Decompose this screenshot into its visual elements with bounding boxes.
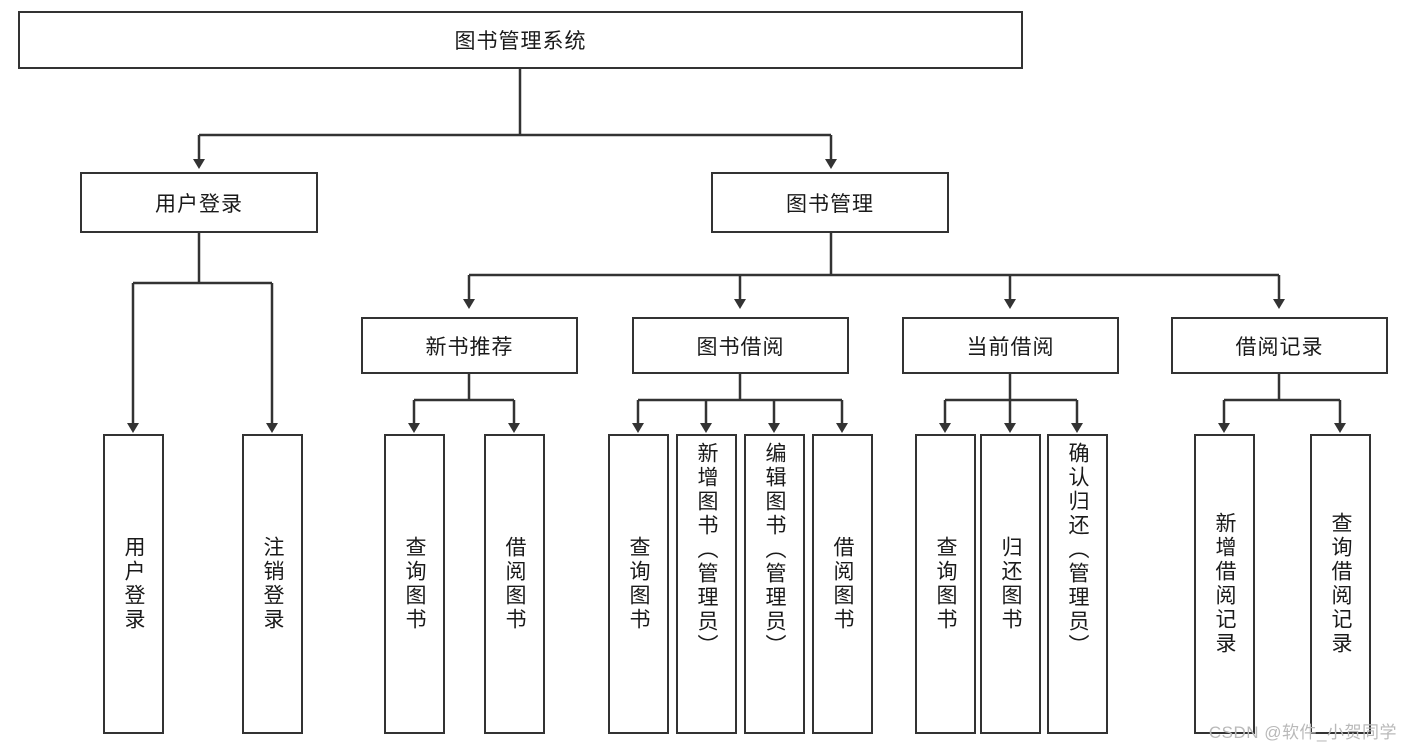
node-leaf-user-login[interactable]: 用户登录: [103, 434, 164, 734]
leaf-label: 归还图书: [999, 536, 1022, 632]
node-leaf-add-record[interactable]: 新增借阅记录: [1194, 434, 1255, 734]
leaf-label: 注销登录: [261, 536, 284, 632]
csdn-watermark: CSDN @软件_小贺同学: [1208, 723, 1397, 742]
node-new-book-rec[interactable]: 新书推荐: [361, 317, 578, 374]
leaf-label: 编辑图书（管理员）: [763, 442, 786, 658]
node-book-manage[interactable]: 图书管理: [711, 172, 949, 233]
node-leaf-edit-book[interactable]: 编辑图书（管理员）: [744, 434, 805, 734]
leaf-label: 借阅图书: [503, 536, 526, 632]
node-leaf-return-book[interactable]: 归还图书: [980, 434, 1041, 734]
node-leaf-query-record[interactable]: 查询借阅记录: [1310, 434, 1371, 734]
node-leaf-borrow-book-2[interactable]: 借阅图书: [812, 434, 873, 734]
node-borrow-record[interactable]: 借阅记录: [1171, 317, 1388, 374]
node-leaf-confirm-return[interactable]: 确认归还（管理员）: [1047, 434, 1108, 734]
leaf-label: 用户登录: [122, 536, 145, 632]
node-leaf-add-book[interactable]: 新增图书（管理员）: [676, 434, 737, 734]
node-book-borrow[interactable]: 图书借阅: [632, 317, 849, 374]
node-leaf-query-book-3[interactable]: 查询图书: [915, 434, 976, 734]
node-leaf-query-book-2[interactable]: 查询图书: [608, 434, 669, 734]
leaf-label: 借阅图书: [831, 536, 854, 632]
leaf-label: 确认归还（管理员）: [1066, 442, 1089, 658]
node-root[interactable]: 图书管理系统: [18, 11, 1023, 69]
node-current-borrow[interactable]: 当前借阅: [902, 317, 1119, 374]
leaf-label: 查询借阅记录: [1329, 512, 1352, 656]
leaf-label: 新增借阅记录: [1213, 512, 1236, 656]
leaf-label: 新增图书（管理员）: [695, 442, 718, 658]
node-user-login[interactable]: 用户登录: [80, 172, 318, 233]
leaf-label: 查询图书: [934, 536, 957, 632]
leaf-label: 查询图书: [627, 536, 650, 632]
node-leaf-query-book-1[interactable]: 查询图书: [384, 434, 445, 734]
node-leaf-logout[interactable]: 注销登录: [242, 434, 303, 734]
leaf-label: 查询图书: [403, 536, 426, 632]
node-leaf-borrow-book-1[interactable]: 借阅图书: [484, 434, 545, 734]
